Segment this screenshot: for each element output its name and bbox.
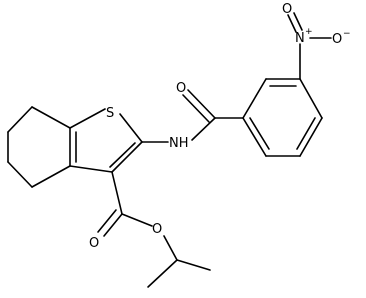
- bond-b4-b5-double: [296, 117, 316, 150]
- bond-b1-b2: [242, 78, 267, 119]
- thiophene-ring: [69, 108, 143, 173]
- bond-oether-ch: [163, 235, 178, 261]
- bond-camide-o: [187, 89, 216, 119]
- bond-c4-c3a: [31, 165, 71, 188]
- bond-cester-oether: [121, 213, 153, 227]
- nitro-top-oxygen-label: O: [282, 2, 292, 17]
- bond-c3-c3a: [69, 165, 113, 173]
- atom-labels: S NH O O O N + O O −: [89, 2, 351, 251]
- bond-n-camide: [191, 117, 216, 141]
- bond-c3-cester: [111, 171, 123, 215]
- bond-n-o-top: [287, 14, 297, 33]
- bond-camide-o-double: [182, 94, 210, 123]
- nitro-nitrogen-charge: +: [305, 27, 313, 37]
- bond-c7a-s: [69, 108, 106, 129]
- bond-c2-c3: [111, 141, 143, 173]
- ester-ether-oxygen-label: O: [152, 222, 162, 237]
- ester-group: [97, 171, 211, 288]
- bond-b6-b1-double: [249, 117, 270, 150]
- cyclohexene-ring: [7, 106, 71, 188]
- bond-b4-b5: [299, 117, 323, 157]
- bond-ch-me1: [147, 259, 178, 288]
- benzene-ring: [242, 78, 323, 157]
- bond-c5-c4: [7, 161, 33, 188]
- bond-cester-o-double: [97, 209, 117, 233]
- nitro-oxygen-charge: −: [343, 29, 351, 39]
- bond-cester-o: [103, 213, 123, 237]
- bond-c2-c3-double: [109, 142, 136, 168]
- amide-nh-label: NH: [169, 136, 189, 151]
- bond-b6-b1: [242, 117, 267, 157]
- ester-carbonyl-oxygen-label: O: [89, 236, 99, 251]
- amide-oxygen-label: O: [176, 81, 186, 96]
- bond-n-o-top-double: [293, 12, 303, 31]
- nitro-nitrogen-label: N: [295, 31, 305, 46]
- bond-b3-b4: [299, 78, 323, 119]
- nitro-group: [287, 12, 332, 80]
- bond-s-c2: [119, 113, 143, 143]
- nitro-right-oxygen-label: O: [332, 32, 342, 47]
- amide-group: [141, 89, 244, 143]
- bond-c7a-c7: [31, 106, 71, 129]
- bond-c7-c6: [7, 106, 33, 133]
- sulfur-label: S: [106, 106, 114, 121]
- bond-ch-me2: [176, 259, 211, 271]
